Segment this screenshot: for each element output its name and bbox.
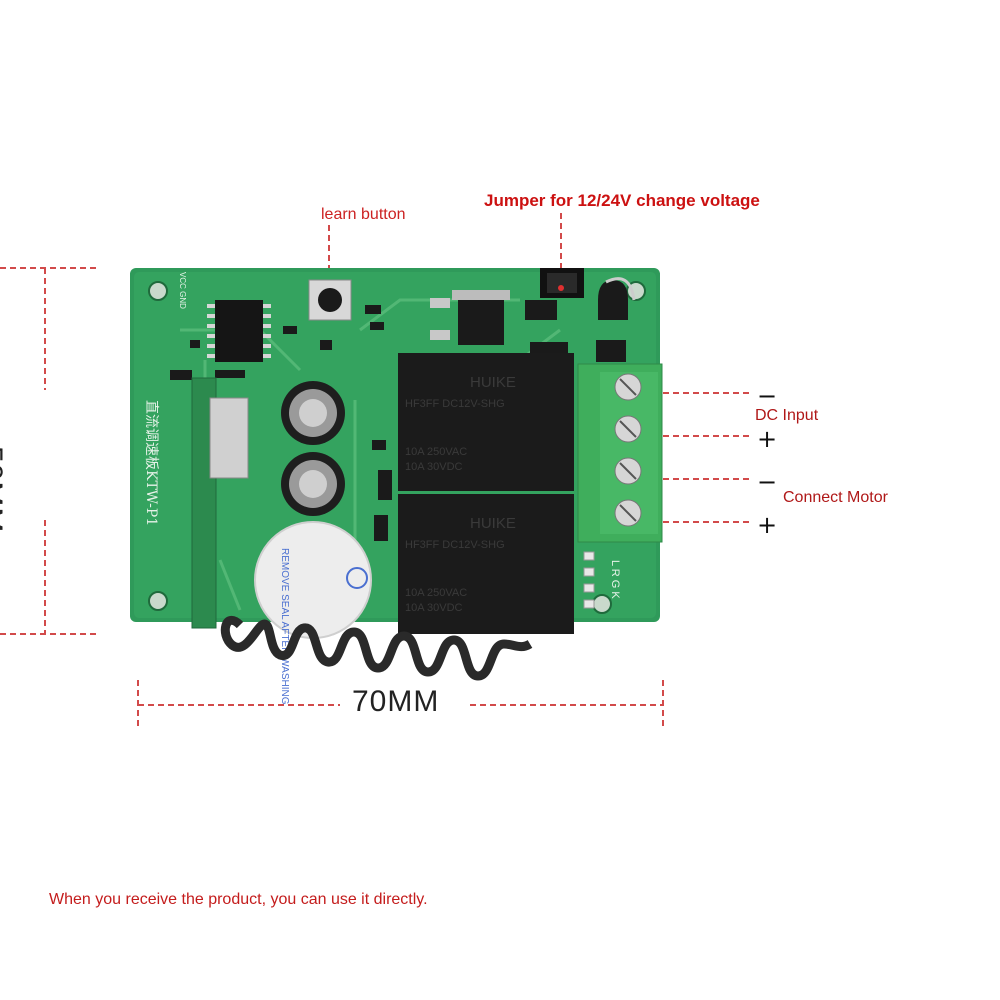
height-dimension-label: 50MM <box>0 446 8 534</box>
terminal-sign-minus: − <box>757 382 778 410</box>
relay-model-text: HF3FF DC12V-SHG <box>405 539 505 551</box>
jumper-label: Jumper for 12/24V change voltage <box>484 191 760 210</box>
relay-top: HUIKE HF3FF DC12V-SHG 10A 250VAC 10A 30V… <box>398 353 574 491</box>
voltage-jumper <box>540 268 584 298</box>
relay-rating-text: 10A 250VAC <box>405 446 467 458</box>
buzzer: REMOVE SEAL AFTER WASHING <box>254 521 372 705</box>
learn-button-label: learn button <box>321 206 406 223</box>
width-dimension-label: 70MM <box>352 685 440 718</box>
board-model-text: 直流调速板KTW-P1 <box>143 400 160 526</box>
rf-module <box>191 377 249 629</box>
dc-input-label: DC Input <box>755 407 819 424</box>
relay-bottom: HUIKE HF3FF DC12V-SHG 10A 250VAC 10A 30V… <box>398 494 574 634</box>
relay-model-text: HF3FF DC12V-SHG <box>405 398 505 410</box>
relay-brand-text: HUIKE <box>470 515 516 532</box>
mosfet-component <box>430 290 510 345</box>
transistor-component <box>598 277 636 320</box>
pin-label-text: VCC GND <box>178 272 187 309</box>
relay-rating-text: 10A 250VAC <box>405 587 467 599</box>
ic-chip <box>207 300 271 362</box>
terminal-sign-plus: + <box>757 511 778 539</box>
relay-brand-text: HUIKE <box>470 374 516 391</box>
terminal-sign-minus: − <box>757 468 778 496</box>
terminal-block <box>577 363 663 543</box>
buzzer-seal-text: REMOVE SEAL AFTER WASHING <box>279 548 290 705</box>
terminal-screws <box>614 373 642 527</box>
terminal-sign-plus: + <box>757 425 778 453</box>
relay-rating-text: 10A 30VDC <box>405 602 463 614</box>
footer-note: When you receive the product, you can us… <box>49 891 428 908</box>
connect-motor-label: Connect Motor <box>783 489 888 506</box>
learn-button-component <box>308 279 352 321</box>
led-label-text: L R G K <box>609 560 621 599</box>
antenna-coil <box>220 615 533 681</box>
status-leds <box>583 551 595 609</box>
electrolytic-capacitors <box>281 381 345 516</box>
relay-rating-text: 10A 30VDC <box>405 461 463 473</box>
